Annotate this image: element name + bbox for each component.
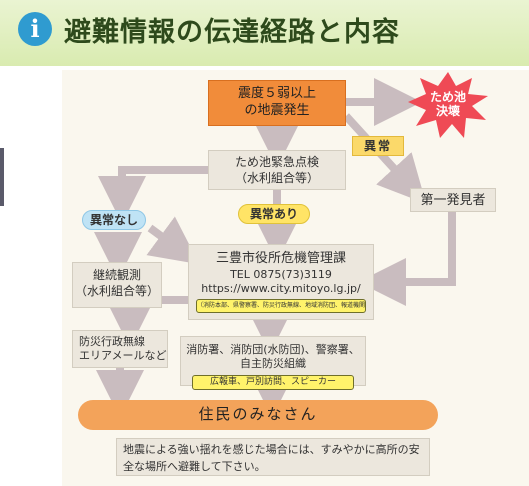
teams-line: 消防署、消防団(水防団)、警察署、自主防災組織 (186, 343, 360, 371)
arrow-finder-to-crisis (358, 212, 456, 306)
abnormal-found-badge: 異常あり (238, 204, 310, 224)
arrow-noabnormal-to-crisis (146, 216, 200, 265)
pond-burst: ため池 決壊 (406, 72, 490, 140)
page-title: 避難情報の伝達経路と内容 (64, 17, 400, 48)
earthquake-line2: の地震発生 (244, 102, 310, 118)
crisis-name: 三豊市役所危機管理課 (215, 251, 346, 266)
earthquake-line1: 震度５弱以上 (237, 86, 316, 101)
broadcast-line1: 防災行政無線 (79, 335, 145, 348)
broadcast-box: 防災行政無線 エリアメールなど (72, 330, 168, 368)
crisis-tel: TEL 0875(73)3119 (230, 267, 332, 281)
abnormal-label: 異常 (352, 136, 404, 156)
header-banner: i 避難情報の伝達経路と内容 (0, 0, 529, 66)
monitor-box: 継続観測 （水利組合等） (72, 262, 162, 308)
pond-line1: ため池 (429, 90, 466, 104)
no-abnormal-badge: 異常なし (82, 210, 146, 230)
pond-check-box: ため池緊急点検 （水利組合等） (208, 150, 346, 190)
pond-line2: 決壊 (435, 104, 460, 119)
info-icon: i (18, 12, 52, 46)
evacuation-notice: 地震による強い揺れを感じた場合には、すみやかに高所の安全な場所へ避難して下さい。 (116, 438, 430, 476)
crisis-tags: （消防本部、県警察署、防災行政無線、地域消防団、報道機関等） (196, 299, 366, 314)
pond-check-line1: ため池緊急点検 (234, 155, 319, 169)
pond-check-line2: （水利組合等） (234, 170, 319, 185)
crisis-management-box: 三豊市役所危機管理課 TEL 0875(73)3119 https://www.… (188, 244, 374, 320)
arrow-check-to-noabnormal (98, 166, 208, 224)
monitor-line1: 継続観測 (92, 268, 141, 282)
monitor-line2: （水利組合等） (74, 283, 159, 298)
teams-tags: 広報車、戸別訪問、スピーカー (192, 374, 354, 390)
crisis-url[interactable]: https://www.city.mitoyo.lg.jp/ (201, 282, 361, 296)
side-mark (0, 148, 4, 206)
earthquake-box: 震度５弱以上 の地震発生 (208, 80, 346, 126)
residents-banner: 住民のみなさん (78, 400, 438, 430)
response-teams-box: 消防署、消防団(水防団)、警察署、自主防災組織 広報車、戸別訪問、スピーカー (180, 336, 366, 390)
broadcast-line2: エリアメールなど (79, 349, 167, 363)
burst-icon (408, 72, 488, 138)
first-finder-box: 第一発見者 (410, 188, 496, 212)
